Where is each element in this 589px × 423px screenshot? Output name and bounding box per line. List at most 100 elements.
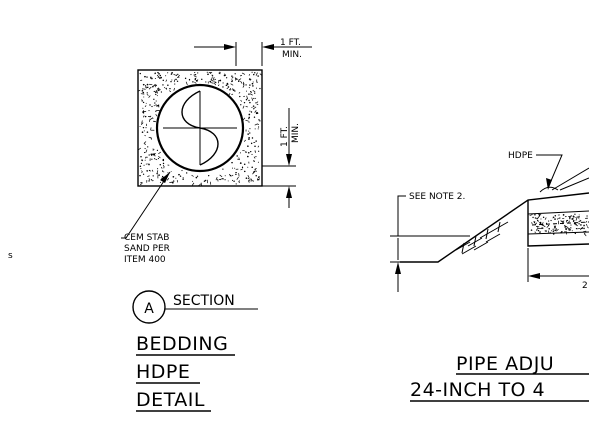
stipple-mark — [210, 82, 214, 84]
stipple-mark — [561, 220, 563, 222]
stipple-mark — [149, 115, 152, 118]
stipple-mark — [142, 126, 145, 129]
stipple-mark — [217, 80, 220, 84]
stipple-mark — [541, 223, 543, 226]
stipple-mark — [541, 227, 544, 229]
stipple-mark — [140, 167, 142, 170]
stipple-mark — [173, 79, 176, 83]
stipple-mark — [154, 102, 156, 104]
stipple-mark — [550, 219, 552, 222]
dim-arrow — [528, 273, 540, 279]
stipple-mark — [231, 167, 233, 169]
stipple-mark — [154, 85, 156, 88]
stipple-mark — [257, 75, 259, 77]
stipple-mark — [239, 152, 241, 154]
stipple-mark — [139, 165, 142, 168]
stipple-mark — [139, 126, 141, 128]
stipple-mark — [564, 226, 567, 228]
stipple-mark — [236, 176, 239, 180]
stipple-mark — [248, 116, 251, 119]
stipple-mark — [554, 223, 556, 225]
stipple-mark — [142, 111, 144, 113]
stipple-mark — [234, 167, 236, 169]
stipple-mark — [565, 226, 568, 231]
stipple-mark — [222, 168, 224, 170]
stipple-mark — [554, 215, 557, 217]
stipple-mark — [151, 158, 153, 160]
stipple-mark — [558, 217, 560, 219]
pipe-crown-line — [559, 177, 589, 191]
stipple-mark — [162, 162, 165, 165]
stipple-mark — [240, 99, 243, 102]
stipple-mark — [172, 175, 175, 178]
stipple-mark — [158, 174, 160, 176]
stipple-mark — [161, 166, 163, 169]
stipple-mark — [231, 174, 234, 177]
stipple-mark — [214, 82, 216, 86]
stipple-mark — [254, 72, 256, 74]
stipple-mark — [149, 77, 151, 79]
stipple-mark — [165, 75, 167, 77]
stipple-mark — [252, 180, 254, 182]
stipple-mark — [229, 174, 231, 175]
stipple-mark — [254, 167, 257, 170]
stipple-mark — [143, 141, 147, 144]
stipple-mark — [158, 72, 160, 75]
stipple-mark — [141, 100, 143, 102]
stipple-mark — [170, 73, 173, 75]
stipple-mark — [224, 175, 226, 177]
stipple-mark — [148, 86, 152, 90]
stipple-mark — [533, 221, 536, 224]
stipple-mark — [154, 158, 156, 160]
pipe-inner-line — [527, 210, 589, 215]
stipple-mark — [182, 178, 184, 180]
stipple-mark — [578, 223, 580, 225]
stipple-mark — [144, 143, 146, 145]
stipple-mark — [574, 232, 577, 235]
stipple-mark — [566, 219, 569, 222]
right-title-line-2: 24-INCH TO 4 — [410, 379, 545, 401]
stipple-mark — [243, 102, 246, 104]
callout-arrow — [160, 172, 170, 183]
stipple-mark — [554, 229, 557, 232]
stipple-mark — [258, 176, 260, 178]
stipple-mark — [145, 86, 149, 89]
stipple-mark — [149, 118, 151, 122]
stipple-mark — [148, 95, 151, 98]
stipple-mark — [250, 150, 252, 153]
stipple-mark — [563, 225, 565, 227]
stipple-mark — [238, 157, 240, 161]
stipple-mark — [255, 170, 257, 172]
stipple-mark — [210, 77, 213, 81]
bedding-box — [137, 69, 263, 187]
stipple-mark — [222, 178, 224, 180]
dim-side-note: MIN. — [291, 123, 301, 143]
stipple-mark — [141, 131, 144, 133]
stipple-mark — [245, 84, 247, 86]
stipple-mark — [254, 110, 257, 113]
title-line-3: DETAIL — [136, 389, 205, 411]
stipple-mark — [532, 216, 534, 219]
stipple-mark — [152, 85, 154, 88]
stipple-mark — [251, 180, 253, 182]
stipple-mark — [156, 74, 160, 78]
stipple-mark — [167, 72, 169, 74]
stipple-mark — [253, 156, 256, 159]
stipple-mark — [145, 102, 147, 104]
stipple-mark — [142, 101, 145, 104]
stipple-mark — [143, 96, 145, 98]
stipple-mark — [223, 74, 226, 77]
callout-leader — [121, 171, 171, 239]
stipple-mark — [158, 151, 161, 155]
stipple-mark — [257, 145, 260, 148]
stipple-mark — [179, 175, 182, 177]
stipple-mark — [213, 81, 217, 84]
stipple-mark — [153, 90, 155, 93]
stipple-mark — [571, 230, 573, 232]
stipple-mark — [581, 227, 584, 229]
stipple-mark — [163, 167, 165, 169]
stipple-mark — [544, 230, 546, 232]
stipple-mark — [570, 224, 572, 226]
stipple-mark — [555, 229, 559, 232]
stipple-mark — [153, 153, 156, 157]
